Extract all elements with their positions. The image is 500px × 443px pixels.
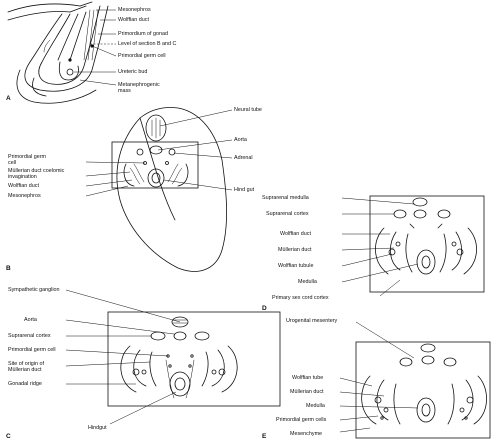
label-wolffian-tube: Wolffian tube bbox=[292, 375, 324, 381]
label-wolffian-duct-a: Wolffian duct bbox=[118, 17, 149, 23]
panel-letter-c: C bbox=[6, 433, 11, 440]
label-wolffian-duct-b: Wolffian duct bbox=[8, 183, 39, 189]
label-primordial-germ-cell-a: Primordial germ cell bbox=[118, 53, 166, 59]
label-wolffian-tubule: Wolffian tubule bbox=[278, 263, 314, 269]
label-urogenital-mesentery: Urogenital mesentery bbox=[286, 318, 338, 324]
label-mesenchyme: Mesenchyme bbox=[290, 431, 323, 437]
label-suprarenal-medulla: Suprarenal medulla bbox=[262, 195, 309, 201]
label-gonadal-ridge: Gonadal ridge bbox=[8, 381, 42, 387]
label-level-of-section: Level of section B and C bbox=[118, 41, 177, 47]
panel-letter-a: A bbox=[6, 95, 11, 102]
panel-c-drawing bbox=[107, 311, 281, 407]
label-primary-sex-cord-cortex: Primary sex cord cortex bbox=[272, 295, 329, 301]
label-adrenal: Adrenal bbox=[234, 155, 253, 161]
label-site-of-origin-mullerian: Site of origin of Müllerian duct bbox=[8, 361, 44, 373]
label-primordial-germ-cell-b: Primordial germ cell bbox=[8, 154, 47, 166]
label-mesonephros-b: Mesonephros bbox=[8, 193, 41, 199]
panel-letter-d: D bbox=[262, 305, 267, 312]
label-mullerian-coelomic-invagination: Müllerian duct coelomic invagination bbox=[8, 168, 65, 180]
label-hindgut-c: Hindgut bbox=[88, 425, 107, 431]
panel-b-drawing bbox=[111, 107, 228, 272]
label-primordial-germ-cells-e: Primordial germ cells bbox=[276, 417, 327, 423]
label-suprarenal-cortex-c: Suprarenal cortex bbox=[8, 333, 51, 339]
label-aorta-c: Aorta bbox=[24, 317, 37, 323]
label-medulla-d: Medulla bbox=[298, 279, 317, 285]
panel-e-drawing bbox=[355, 341, 491, 439]
label-primordium-of-gonad: Primordium of gonad bbox=[118, 31, 169, 37]
label-mullerian-duct-e: Müllerian duct bbox=[290, 389, 324, 395]
label-mullerian-duct-d: Müllerian duct bbox=[278, 247, 312, 253]
label-medulla-e: Medulla bbox=[306, 403, 325, 409]
label-suprarenal-cortex-d: Suprarenal cortex bbox=[266, 211, 309, 217]
label-sympathetic-ganglion: Sympathetic ganglion bbox=[8, 287, 60, 293]
label-primordial-germ-cell-c: Primordial germ cell bbox=[8, 347, 56, 353]
panel-letter-b: B bbox=[6, 265, 11, 272]
panel-letter-e: E bbox=[262, 433, 267, 440]
label-ureteric-bud: Ureteric bud bbox=[118, 69, 148, 75]
label-hind-gut: Hind gut bbox=[234, 187, 255, 193]
panel-a-drawing bbox=[7, 1, 109, 104]
label-metanephrogenic-mass: Metanephrogenic mass bbox=[118, 82, 160, 94]
panel-d-drawing bbox=[369, 195, 485, 293]
label-aorta-b: Aorta bbox=[234, 137, 247, 143]
label-wolffian-duct-d: Wolffian duct bbox=[280, 231, 311, 237]
label-mesonephros-a: Mesonephros bbox=[118, 7, 151, 13]
leader-lines bbox=[65, 9, 419, 433]
label-neural-tube: Neural tube bbox=[234, 107, 262, 113]
